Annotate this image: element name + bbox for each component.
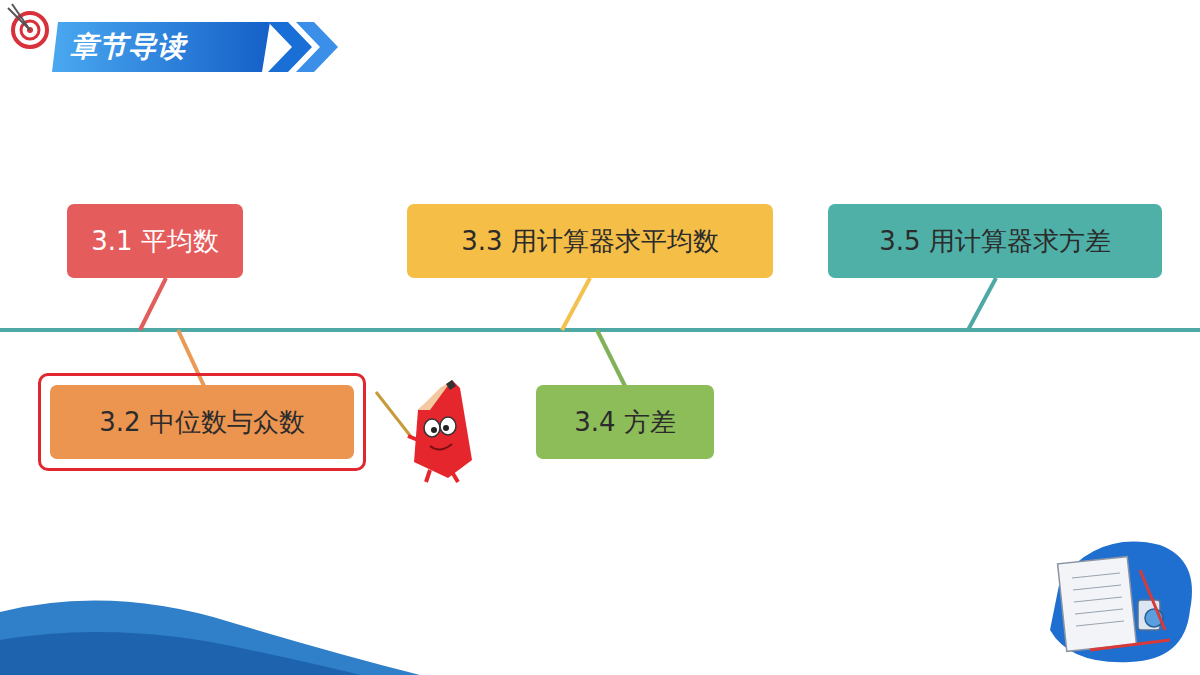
section-label: 3.3 用计算器求平均数: [461, 224, 719, 259]
section-box: 3.4 方差: [536, 385, 714, 459]
section-label: 3.4 方差: [574, 405, 676, 440]
pencil-mascot: [376, 380, 472, 482]
notebook-illustration: [1050, 542, 1192, 663]
stem: [178, 330, 204, 386]
section-box: 3.3 用计算器求平均数: [407, 204, 773, 278]
section-label: 3.2 中位数与众数: [99, 405, 305, 440]
stem: [968, 278, 996, 330]
section-label: 3.1 平均数: [91, 224, 219, 259]
stem: [140, 278, 166, 330]
section-label: 3.5 用计算器求方差: [879, 224, 1111, 259]
wave: [0, 601, 420, 675]
target-icon: [8, 4, 47, 47]
section-box: 3.5 用计算器求方差: [828, 204, 1162, 278]
stem: [562, 278, 590, 330]
slide-title: 章节导读: [70, 24, 186, 70]
stem: [597, 330, 625, 386]
section-box: 3.2 中位数与众数: [50, 385, 354, 459]
title-banner: [52, 22, 270, 72]
wave: [0, 632, 360, 675]
section-box: 3.1 平均数: [67, 204, 243, 278]
chevron: [296, 22, 338, 72]
